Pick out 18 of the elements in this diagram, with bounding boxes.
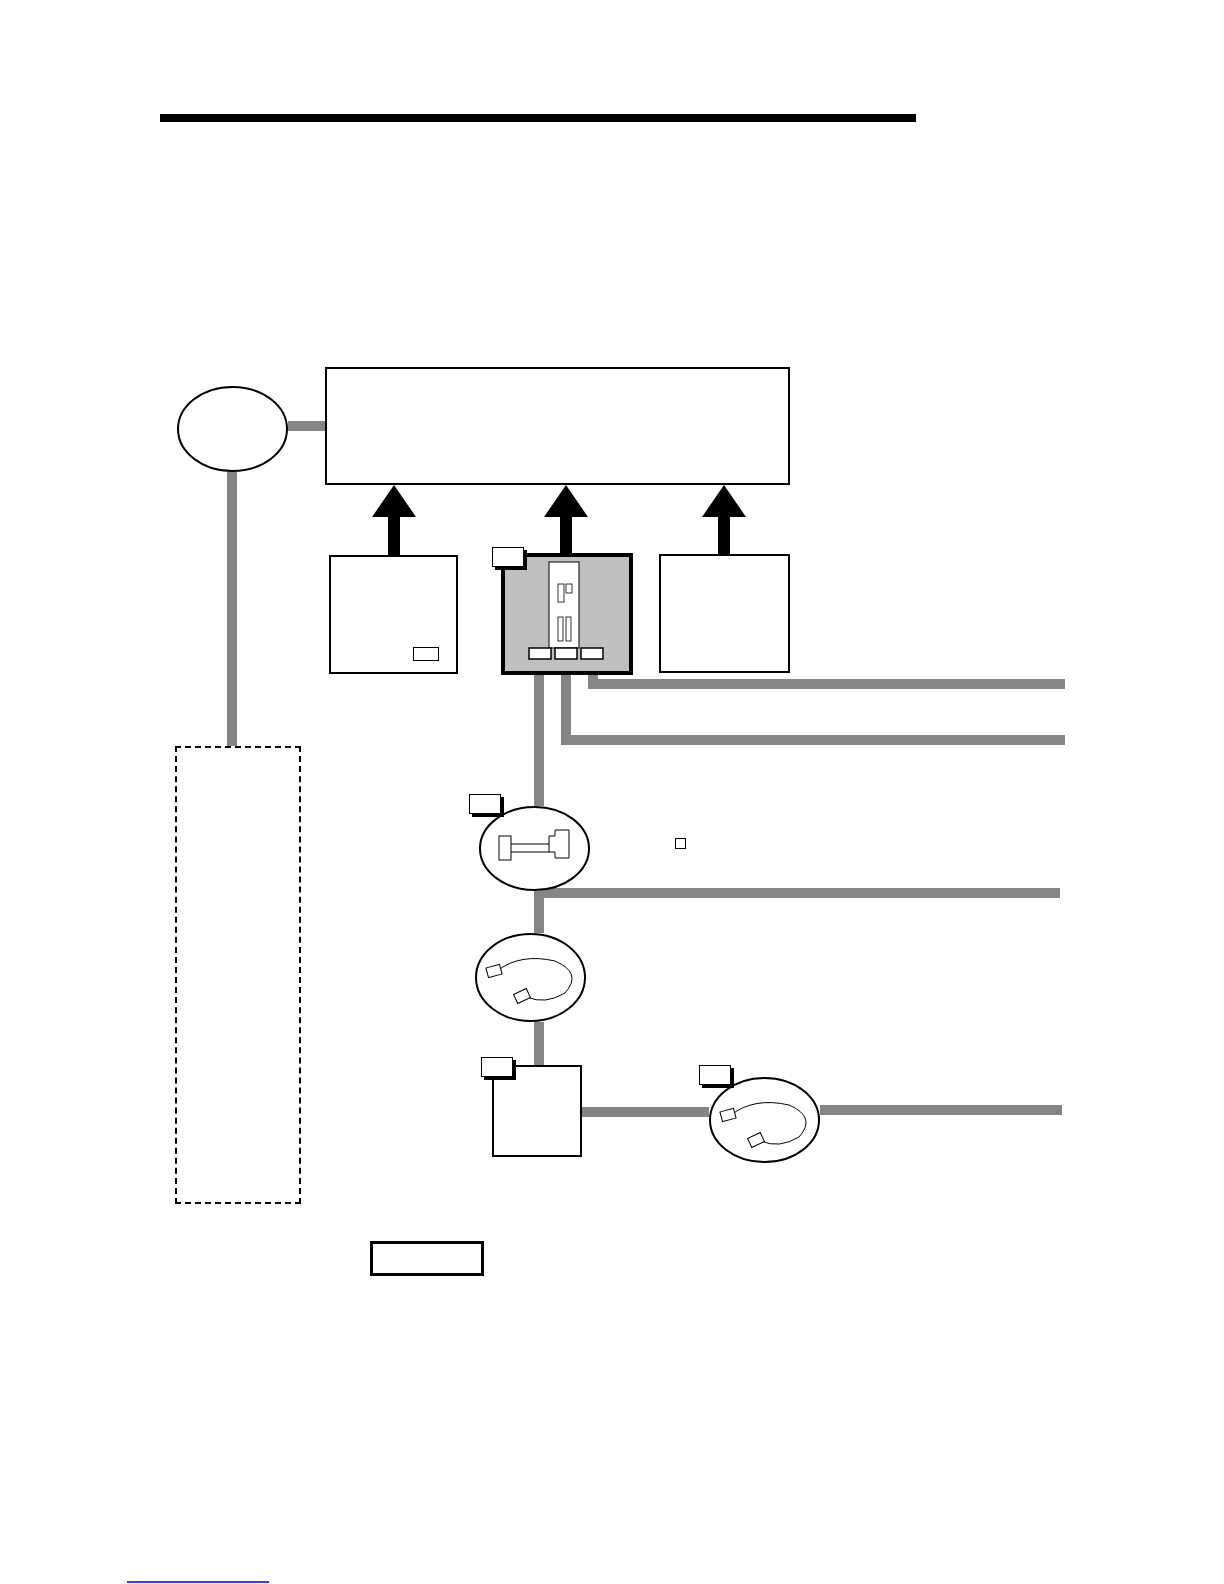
unit-box [659,554,790,673]
unit-box [325,367,790,485]
cable-line [561,675,1065,745]
cable-line [534,1022,544,1065]
unit-box [370,1241,484,1276]
cable-line [534,675,544,806]
dashed-box [175,746,301,1204]
unit-box [329,555,458,674]
cable-line [820,1105,1062,1115]
ellipse-node [177,386,288,472]
cable-line [288,421,325,431]
arrow [702,485,746,554]
arrow [544,485,588,553]
cable-line [582,1107,709,1117]
cable-line [227,472,237,746]
cable-line [588,675,1065,689]
picture [475,933,586,1022]
arrow [372,485,416,555]
